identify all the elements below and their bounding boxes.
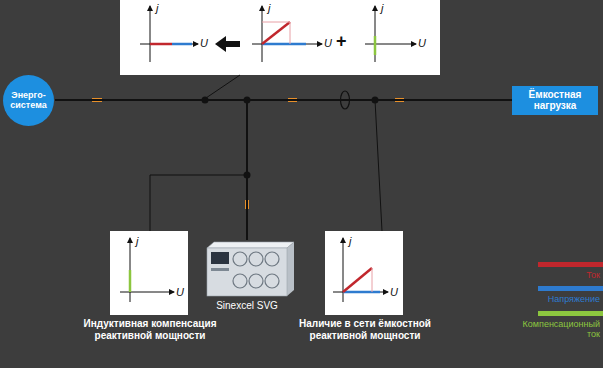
panel-node: Индуктивная компенсация реактивной мощно…: [60, 228, 240, 342]
legend: ТокНапряжениеКомпенсационный ток: [512, 262, 603, 345]
legend-item: Напряжение: [512, 286, 603, 304]
phasor-panel: [110, 231, 188, 315]
node-text: Ёмкостная нагрузка: [516, 89, 594, 112]
node-text: Энерго- система: [7, 90, 51, 111]
phasor-panel: [120, 0, 440, 75]
legend-swatch: [538, 286, 603, 291]
node-text: Наличие в сети ёмкостной реактивной мощн…: [275, 318, 455, 342]
fan-grille: [265, 274, 279, 288]
panel-node: Наличие в сети ёмкостной реактивной мощн…: [275, 228, 455, 342]
bus-line: [55, 100, 247, 240]
node-text: Индуктивная компенсация реактивной мощно…: [60, 318, 240, 342]
axes: [333, 238, 388, 302]
axis-label: j: [349, 236, 351, 247]
legend-item: Компенсационный ток: [512, 311, 603, 340]
legend-text: Напряжение: [512, 294, 603, 304]
axis-label: j: [136, 236, 138, 247]
arrow-symbol: [215, 36, 240, 52]
fan-grille: [233, 252, 247, 266]
legend-text: Ток: [512, 270, 603, 280]
fan-grille: [265, 252, 279, 266]
power-system-node: Энерго- система: [2, 74, 55, 127]
plus-sign: +: [336, 32, 347, 50]
fan-grille: [249, 274, 263, 288]
axis-label: U: [390, 287, 398, 298]
axis-label: j: [381, 3, 383, 14]
phasors: [343, 268, 380, 292]
junction-dots: [202, 97, 379, 179]
legend-swatch: [538, 311, 603, 316]
svg-device: [207, 242, 294, 296]
leader-lines: [150, 75, 382, 231]
node-text: Sinexcel SVG: [197, 300, 297, 312]
fan-grille: [233, 274, 247, 288]
axis-label: U: [418, 38, 426, 49]
phasor: [129, 270, 132, 292]
legend-swatch: [538, 262, 603, 267]
axis-label: U: [200, 38, 208, 49]
axes: [120, 238, 174, 302]
load-box: Ёмкостная нагрузка: [512, 86, 598, 115]
fan-grille: [249, 252, 263, 266]
phasors: [150, 22, 375, 55]
svg-device-node: Sinexcel SVG: [197, 240, 297, 312]
axis-label: j: [268, 3, 270, 14]
axes: [140, 6, 416, 62]
phasor-panel: [325, 231, 403, 315]
axis-label: j: [156, 3, 158, 14]
legend-text: Компенсационный ток: [512, 319, 603, 340]
legend-item: Ток: [512, 262, 603, 280]
node-circle: [3, 75, 54, 126]
axis-label: U: [324, 38, 332, 49]
axis-label: U: [176, 287, 184, 298]
